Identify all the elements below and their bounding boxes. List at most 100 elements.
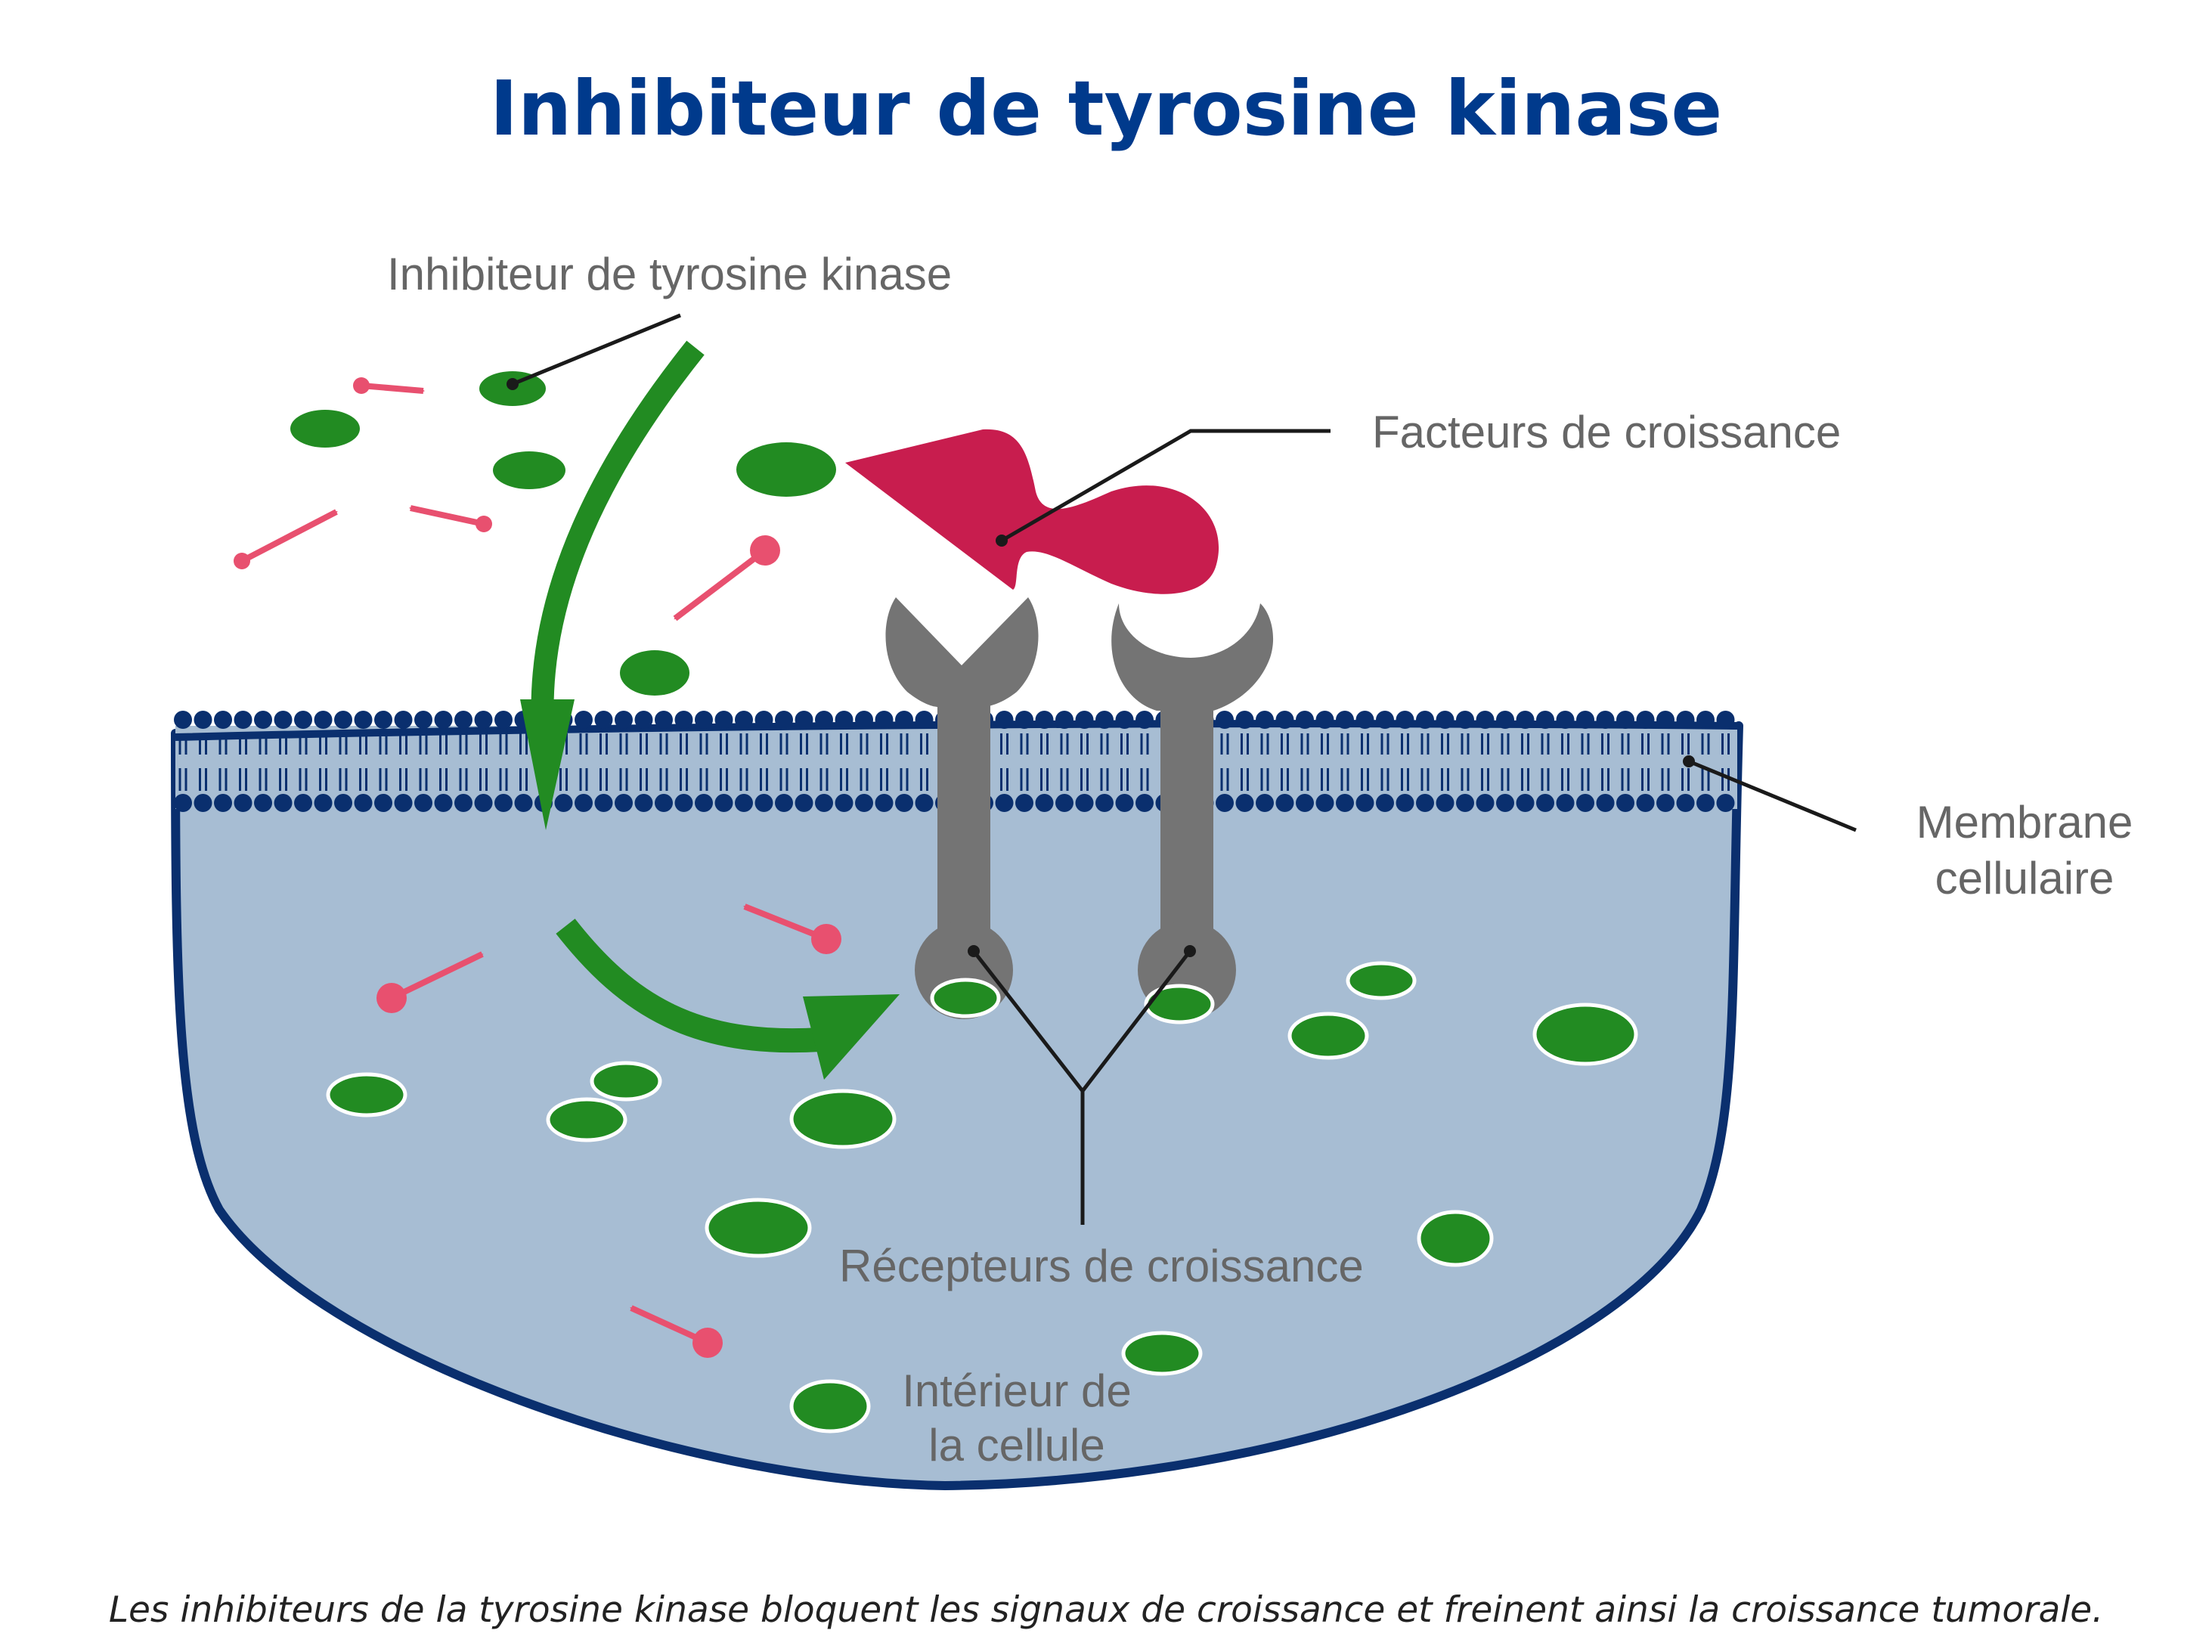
inhibitor-molecule xyxy=(290,410,360,448)
phospholipid-head xyxy=(1576,794,1594,812)
phospholipid-head xyxy=(1095,711,1114,729)
phospholipid-head xyxy=(575,711,593,729)
phospholipid-head xyxy=(514,794,533,812)
phospholipid-head xyxy=(554,794,573,812)
phospholipid-head xyxy=(1135,794,1154,812)
phospholipid-head xyxy=(1235,711,1254,729)
inhibitor-molecule xyxy=(1121,1331,1203,1376)
phospholipid-head xyxy=(815,711,833,729)
inhibitor-molecule xyxy=(789,1379,871,1433)
phospholipid-head xyxy=(1696,711,1715,729)
phospholipid-head xyxy=(875,794,894,812)
inhibitor-molecule xyxy=(546,1097,627,1142)
phospholipid-head xyxy=(1476,794,1495,812)
signal-arrow-icon xyxy=(409,505,492,532)
phospholipid-head xyxy=(895,711,913,729)
inhibitor-molecule xyxy=(789,1089,897,1149)
signal-arrow-icon xyxy=(673,535,780,621)
phospholipid-head xyxy=(274,794,293,812)
phospholipid-head xyxy=(1596,794,1615,812)
phospholipid-head xyxy=(1396,794,1414,812)
phospholipid-head xyxy=(1556,711,1575,729)
phospholipid-head xyxy=(234,794,252,812)
phospholipid-head xyxy=(835,794,854,812)
inhibitor-molecule xyxy=(590,1061,662,1102)
phospholipid-head xyxy=(1636,711,1655,729)
phospholipid-head xyxy=(494,711,513,729)
phospholipid-head xyxy=(674,711,693,729)
signal-arrow-icon xyxy=(234,509,338,569)
page-title: Inhibiteur de tyrosine kinase xyxy=(490,64,1722,153)
growth-signals xyxy=(234,377,841,1358)
phospholipid-head xyxy=(835,711,854,729)
phospholipid-head xyxy=(1556,794,1575,812)
phospholipid-head xyxy=(254,794,272,812)
phospholipid-head xyxy=(795,711,813,729)
phospholipid-head xyxy=(795,794,813,812)
phospholipid-head xyxy=(895,794,913,812)
phospholipid-head xyxy=(754,794,773,812)
inhibitor-molecule xyxy=(1346,961,1417,1000)
phospholipid-head xyxy=(695,794,713,812)
inhibitor-molecule xyxy=(1532,1003,1638,1066)
phospholipid-head xyxy=(1376,711,1394,729)
phospholipid-head xyxy=(735,711,753,729)
inhibitor-molecule xyxy=(326,1072,407,1117)
phospholipid-head xyxy=(1716,794,1735,812)
phospholipid-head xyxy=(1275,794,1294,812)
phospholipid-head xyxy=(1536,711,1554,729)
phospholipid-head xyxy=(594,711,613,729)
phospholipid-head xyxy=(1315,794,1334,812)
phospholipid-head xyxy=(915,711,934,729)
phospholipid-head xyxy=(374,794,392,812)
phospholipid-head xyxy=(714,711,733,729)
phospholipid-head xyxy=(1416,794,1434,812)
phospholipid-head xyxy=(1055,794,1073,812)
phospholipid-head xyxy=(1636,794,1655,812)
phospholipid-head xyxy=(1396,711,1414,729)
phospholipid-head xyxy=(775,794,793,812)
phospholipid-head xyxy=(1676,711,1695,729)
phospholipid-head xyxy=(615,711,633,729)
phospholipid-head xyxy=(1075,711,1094,729)
phospholipid-head xyxy=(1296,711,1314,729)
label-receptors: Récepteurs de croissance xyxy=(839,1241,1364,1291)
phospholipid-head xyxy=(1216,794,1234,812)
phospholipid-head xyxy=(1075,794,1094,812)
inhibitor-molecule xyxy=(705,1198,812,1258)
label-interior-line1: Intérieur de xyxy=(902,1365,1132,1416)
phospholipid-head xyxy=(214,711,232,729)
phospholipid-head xyxy=(1536,794,1554,812)
phospholipid-head xyxy=(294,794,312,812)
phospholipid-head xyxy=(334,711,352,729)
phospholipid-head xyxy=(474,794,493,812)
phospholipid-head xyxy=(414,794,432,812)
phospholipid-head xyxy=(454,794,472,812)
phospholipid-head xyxy=(1315,711,1334,729)
phospholipid-head xyxy=(1275,711,1294,729)
phospholipid-head xyxy=(474,711,493,729)
phospholipid-head xyxy=(1696,794,1715,812)
phospholipid-head xyxy=(735,794,753,812)
inhibitor-molecule xyxy=(930,978,1001,1018)
phospholipid-head xyxy=(775,711,793,729)
growth-factor-blob xyxy=(845,429,1219,594)
phospholipid-head xyxy=(714,794,733,812)
phospholipid-head xyxy=(634,711,653,729)
phospholipid-head xyxy=(294,711,312,729)
phospholipid-head xyxy=(1576,711,1594,729)
phospholipid-head xyxy=(174,711,192,729)
phospholipid-head xyxy=(274,711,293,729)
phospholipid-head xyxy=(1355,794,1374,812)
phospholipid-head xyxy=(1476,711,1495,729)
label-inhibitor: Inhibiteur de tyrosine kinase xyxy=(387,249,952,299)
phospholipid-head xyxy=(1456,794,1474,812)
entry-arrow-icon xyxy=(520,340,705,830)
inhibitor-molecules xyxy=(290,371,1638,1433)
phospholipid-head xyxy=(1035,711,1054,729)
inhibitor-molecule xyxy=(1287,1012,1369,1060)
phospholipid-head xyxy=(1055,711,1073,729)
phospholipid-head xyxy=(915,794,934,812)
phospholipid-head xyxy=(1676,794,1695,812)
signal-arrow-icon xyxy=(376,951,484,1013)
